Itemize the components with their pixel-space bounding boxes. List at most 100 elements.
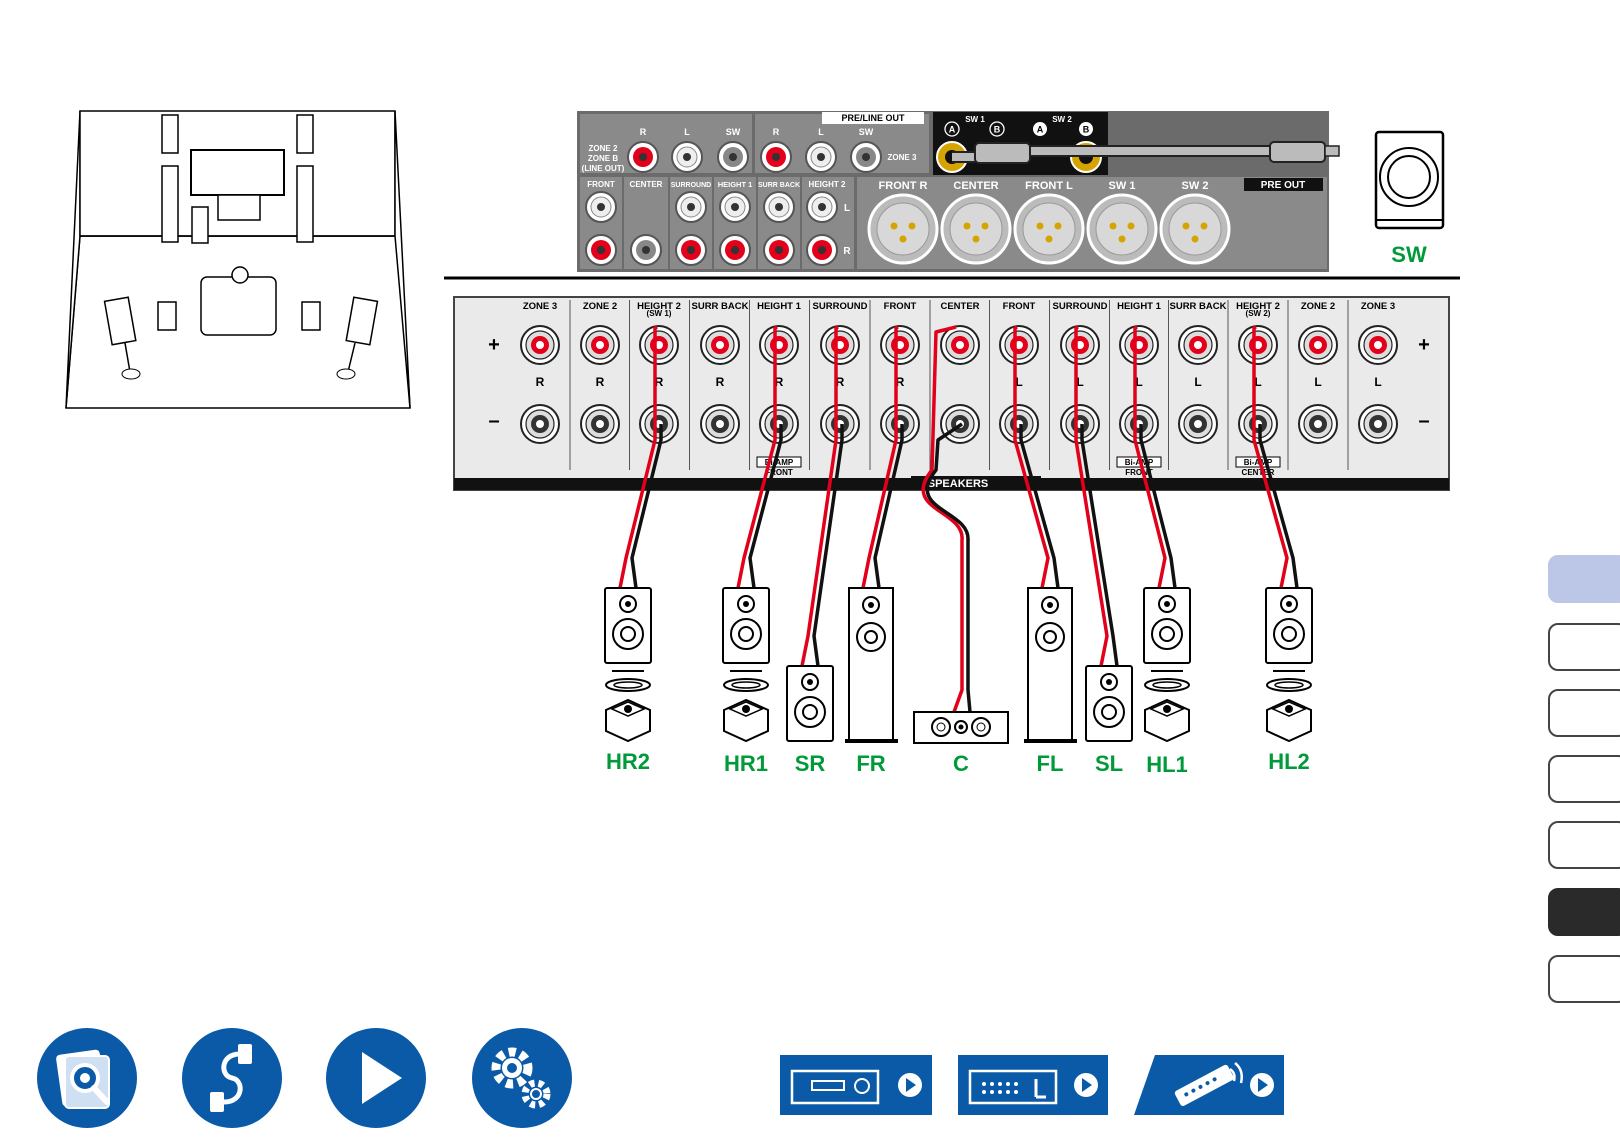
side-tab-4[interactable] [1548,755,1620,803]
channel-label-1: R [536,375,545,389]
speaker-label-fr: FR [856,751,885,776]
minus-terminal-5 [759,404,799,444]
minus-terminal-2 [580,404,620,444]
zone-rca-col-sw: SW [726,127,741,137]
minus-terminal-3 [639,404,679,444]
xlr-sw2: SW 2 [1182,180,1209,192]
cable-minus-hr2 [630,424,663,589]
minus-terminal-13 [1238,404,1278,444]
terminal-label-2-zone-2: ZONE 2 [583,301,617,312]
zone-rca-col-r: R [640,127,647,137]
zone3-label: ZONE 3 [888,153,917,162]
xlr-front-r: FRONT R [879,180,928,192]
speaker-hr1 [723,588,769,741]
biamp-target-1: FRONT [765,468,793,477]
cable-plus-fr [861,325,899,589]
channel-label-2: R [596,375,605,389]
pre-out-label: PRE OUT [1261,180,1305,191]
plus-terminal-2 [580,325,620,365]
front-panel-link[interactable] [780,1055,932,1115]
minus-terminal-11 [1119,404,1159,444]
side-tab-3[interactable] [1548,689,1620,737]
pre-out-panel: PRE/LINE OUT ZONE 2 ZONE B (LINE OUT) ZO… [577,111,1329,272]
speaker-cables [618,325,1299,713]
zone3-rca-col-l: L [818,127,824,137]
terminal-label-5-height-1: HEIGHT 1 [757,301,802,312]
subwoofer-illustration: SW [1374,130,1445,267]
side-tab-1[interactable] [1548,555,1620,603]
speaker-label-hl2: HL2 [1268,749,1310,774]
biamp-target-2: FRONT [1125,468,1153,477]
sw2-a-label: A [1037,125,1044,135]
plus-terminal-6 [820,325,860,365]
rear-panel-icon [968,1069,1098,1105]
sw1-a-label: A [949,125,956,135]
biamp-target-3: CENTER [1242,468,1275,477]
side-tab-2[interactable] [1548,623,1620,671]
pre-rca-height1: HEIGHT 1 [718,180,753,189]
cable-minus-sr [812,424,844,667]
side-tab-6[interactable] [1548,888,1620,936]
cable-plus-sr [800,325,839,667]
minus-terminal-9 [999,404,1039,444]
sw2-b-label: B [1083,125,1090,135]
remote-control-icon [1174,1062,1274,1106]
manual-search-button[interactable] [37,1028,137,1128]
sw2-label: SW 2 [1052,115,1072,124]
pre-rca-surr-back: SURR BACK [758,182,800,189]
pre-rca-height2: HEIGHT 2 [809,180,846,189]
rear-panel-link[interactable] [958,1055,1108,1115]
terminal-label-14-zone-2: ZONE 2 [1301,301,1335,312]
channel-label-12: L [1194,375,1201,389]
channel-label-5: R [775,375,784,389]
minus-terminal-10 [1060,404,1100,444]
channel-label-9: L [1015,375,1022,389]
terminal-label-1-zone-3: ZONE 3 [523,301,557,312]
subwoofer-label: SW [1391,242,1427,267]
cable-plus-c [921,325,964,713]
terminal-label-6-surround: SURROUND [813,301,868,312]
zone3-rca-col-sw: SW [859,127,874,137]
minus-right: – [1418,410,1429,432]
height2-l-label: L [844,203,850,214]
terminal-label-12-surr-back: SURR BACK [1170,301,1227,312]
speaker-label-c: C [953,751,969,776]
xlr-sw1: SW 1 [1109,180,1136,192]
playback-button[interactable] [326,1028,426,1128]
speaker-hl1 [1144,588,1190,741]
speaker-label-sr: SR [795,751,826,776]
plus-terminal-3 [639,325,679,365]
height2-r-label: R [843,246,851,257]
room-layout-illustration [65,110,411,409]
minus-terminal-7 [880,404,920,444]
channel-label-3: R [655,375,664,389]
zone2-label-3: (LINE OUT) [582,164,625,173]
minus-terminal-12 [1178,404,1218,444]
side-tab-7[interactable] [1548,955,1620,1003]
plus-terminal-12 [1178,325,1218,365]
sub-label-sw2: (SW 2) [1246,309,1271,318]
speaker-sr [786,665,834,742]
cable-plus-sl [1074,325,1109,667]
side-tab-5[interactable] [1548,821,1620,869]
minus-terminal-4 [700,404,740,444]
connection-button[interactable] [182,1028,282,1128]
plus-right: + [1418,334,1430,356]
cable-minus-fl [1019,424,1060,589]
minus-terminal-6 [820,404,860,444]
terminal-label-7-front: FRONT [884,301,917,312]
settings-button[interactable] [472,1028,572,1128]
cable-minus-sl [1080,424,1119,667]
channel-label-14: L [1314,375,1321,389]
channel-label-6: R [836,375,845,389]
terminal-label-4-surr-back: SURR BACK [692,301,749,312]
remote-control-link[interactable] [1134,1055,1284,1115]
plus-left: + [488,334,500,356]
manual-search-icon [56,1049,110,1109]
channel-label-13: L [1254,375,1261,389]
speaker-c [913,711,1009,744]
speaker-label-hr2: HR2 [606,749,650,774]
cable-minus-hl2 [1258,424,1299,589]
speaker-hr2 [605,588,651,741]
